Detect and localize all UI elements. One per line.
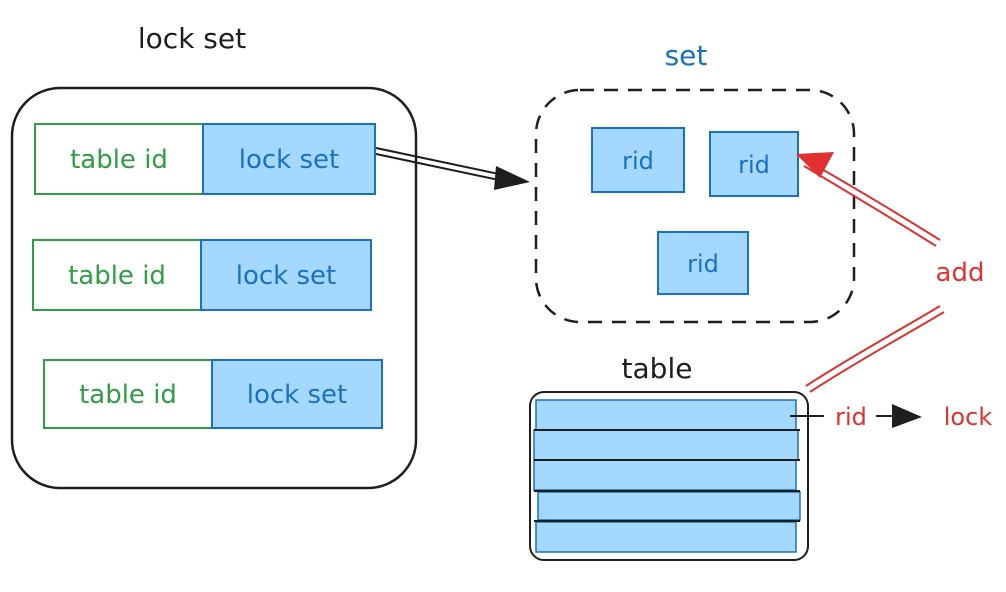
entry-value-label: lock	[944, 403, 993, 431]
set-title: set	[665, 39, 708, 72]
lock-set-label: lock set	[239, 145, 339, 175]
entry-arrow	[876, 404, 922, 428]
set-container	[534, 88, 856, 324]
set-item: rid	[591, 127, 685, 193]
table-rows	[533, 399, 801, 553]
lock-set-label: lock set	[236, 261, 336, 291]
table-row	[535, 399, 797, 431]
lock-set-title: lock set	[138, 22, 246, 55]
entry-key-label: rid	[835, 403, 867, 431]
table-container	[529, 391, 809, 561]
lock-set-cell	[200, 239, 372, 311]
rid-label: rid	[738, 151, 770, 179]
rid-cell	[657, 231, 749, 295]
lock-set-cell	[211, 359, 383, 429]
lock-set-to-set-arrow	[375, 147, 530, 190]
rid-cell	[591, 127, 685, 193]
set-item: rid	[657, 231, 749, 295]
table-row	[533, 459, 797, 491]
lock-set-row: table id lock set	[34, 123, 376, 195]
add-arrow	[796, 152, 945, 393]
lock-set-container	[10, 86, 418, 490]
set-item: rid	[709, 131, 799, 197]
add-label: add	[936, 258, 985, 288]
rid-cell	[709, 131, 799, 197]
lock-set-label: lock set	[247, 380, 347, 410]
table-row	[535, 521, 797, 553]
table-id-label: table id	[70, 145, 168, 175]
table-row	[533, 429, 799, 461]
lock-set-cell	[202, 123, 376, 195]
table-id-label: table id	[79, 380, 177, 410]
lock-set-row: table id lock set	[43, 359, 383, 429]
table-id-label: table id	[68, 261, 166, 291]
rid-label: rid	[622, 147, 654, 175]
lock-set-row: table id lock set	[32, 239, 372, 311]
table-row	[537, 491, 801, 521]
rid-label: rid	[687, 250, 719, 278]
table-title: table	[622, 352, 693, 385]
